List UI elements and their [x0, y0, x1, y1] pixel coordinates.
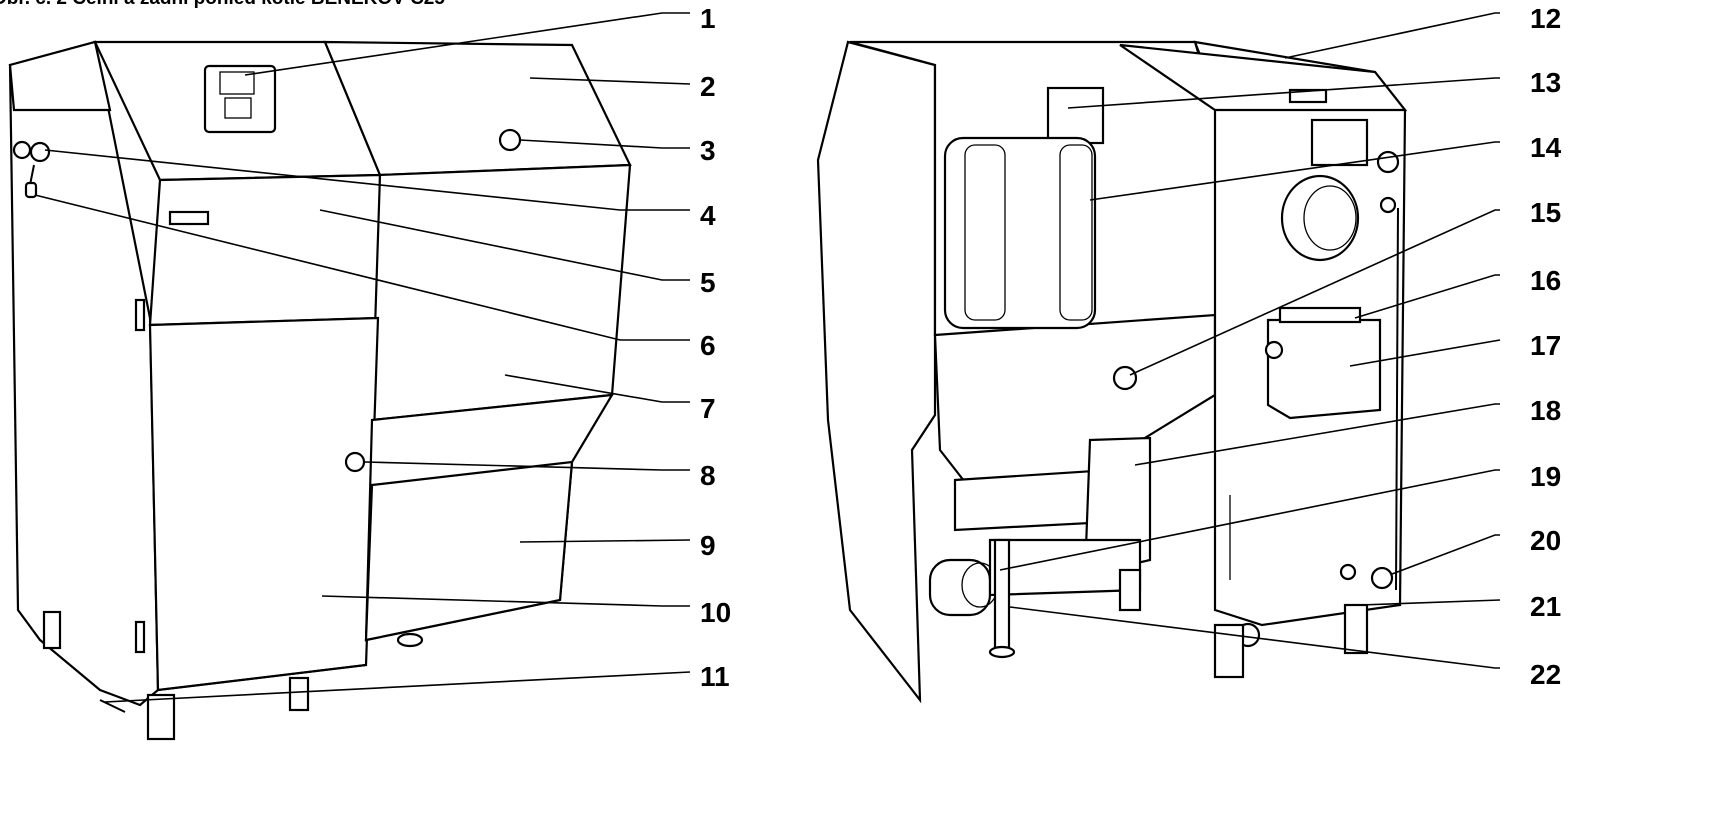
display-buttons — [224, 97, 252, 119]
front-top-left — [8, 40, 112, 112]
callout-4: 4 — [700, 200, 716, 231]
leader-11 — [104, 671, 691, 703]
leader-1 — [244, 12, 690, 76]
leader-17 — [1349, 339, 1501, 367]
leader-7 — [504, 374, 690, 403]
back-view — [816, 40, 1408, 704]
callout-9: 9 — [700, 530, 716, 561]
leader-8 — [364, 461, 690, 471]
leader-12 — [1284, 12, 1500, 59]
callout-16: 16 — [1530, 265, 1561, 296]
leader-20 — [1391, 534, 1500, 575]
front-leg-mid — [288, 676, 310, 712]
brand-plate — [168, 210, 210, 226]
hopper-funnel — [933, 313, 1217, 497]
leader-6 — [34, 194, 690, 341]
door-hinge-top — [134, 298, 146, 332]
callout-14: 14 — [1530, 132, 1562, 163]
leader-21 — [1359, 599, 1501, 606]
front-leg-left — [146, 693, 176, 741]
leader-lines — [34, 12, 1501, 703]
front-view — [8, 40, 632, 741]
front-upper-panel — [148, 173, 382, 327]
bottom-trim — [157, 664, 367, 691]
callout-13: 13 — [1530, 67, 1561, 98]
callout-18: 18 — [1530, 395, 1561, 426]
side-handle-knob-2 — [29, 141, 51, 163]
support-foot — [988, 645, 1016, 659]
callout-15: 15 — [1530, 197, 1561, 228]
bottom-lever — [99, 699, 126, 713]
callout-7: 7 — [700, 393, 716, 424]
control-display — [203, 64, 277, 134]
leader-2 — [529, 77, 691, 85]
box-bracket — [1278, 306, 1362, 324]
callout-22: 22 — [1530, 659, 1561, 690]
front-leg-back — [42, 610, 62, 650]
leader-4 — [44, 149, 690, 211]
side-handle-rod — [29, 164, 35, 186]
door-hinge-bottom — [134, 620, 146, 654]
leader-22 — [1009, 606, 1500, 669]
side-handle-grip — [24, 181, 38, 199]
back-leg-right — [1343, 603, 1369, 655]
callout-1: 1 — [700, 3, 716, 34]
thermostat-knob — [498, 128, 522, 152]
leader-16 — [1354, 274, 1500, 319]
drain-valve-20 — [1370, 566, 1394, 590]
back-fitting-top — [1376, 150, 1400, 174]
leader-10 — [321, 595, 690, 607]
callout-2: 2 — [700, 71, 716, 102]
fan-housing-left — [964, 144, 1006, 321]
figure-title: Obr. č. 2 Čelní a zadní pohled kotle BEN… — [0, 0, 445, 10]
callout-11: 11 — [700, 661, 730, 692]
callout-20: 20 — [1530, 525, 1561, 556]
leader-5 — [319, 209, 690, 281]
front-foot — [396, 632, 424, 648]
hopper-front-panel — [370, 163, 632, 422]
leader-15 — [1129, 209, 1500, 376]
callout-10: 10 — [700, 597, 731, 628]
hopper-sensor-knob — [1112, 365, 1138, 391]
callout-5: 5 — [700, 267, 716, 298]
back-leg-mid — [1118, 568, 1142, 612]
leader-9 — [519, 539, 691, 543]
hopper-lid — [323, 40, 632, 177]
lower-front-panel-inner — [364, 460, 574, 642]
callout-8: 8 — [700, 460, 716, 491]
leader-18 — [1134, 403, 1500, 466]
flue-outlet — [1280, 174, 1360, 262]
display-screen — [219, 71, 255, 95]
back-fitting-mid — [1379, 196, 1397, 214]
exhaust-fan-housing — [943, 136, 1097, 330]
callout-17: 17 — [1530, 330, 1561, 361]
callout-21: 21 — [1530, 591, 1561, 622]
door-knob — [344, 451, 366, 473]
leader-19 — [999, 469, 1500, 571]
back-plate — [1046, 86, 1105, 145]
flue-outlet-inner — [1303, 185, 1357, 251]
callout-12: 12 — [1530, 3, 1561, 34]
leader-13 — [1067, 77, 1500, 109]
electrical-box — [1266, 318, 1382, 420]
callout-6: 6 — [700, 330, 716, 361]
support-leg — [993, 538, 1011, 652]
main-door — [148, 316, 380, 692]
lid-handle — [1288, 88, 1328, 104]
leader-3 — [519, 139, 690, 149]
back-window — [1310, 118, 1369, 167]
front-left-side-panel — [8, 40, 160, 707]
callout-19: 19 — [1530, 461, 1561, 492]
back-top-lid — [1119, 43, 1408, 112]
leader-14 — [1089, 141, 1500, 201]
side-handle-knob — [12, 140, 32, 160]
fan-housing-right — [1059, 144, 1093, 321]
callout-numbers: 1 2 3 4 5 6 7 8 9 10 11 12 13 14 15 16 1… — [700, 3, 1562, 692]
back-side-panel — [816, 40, 937, 704]
callout-3: 3 — [700, 135, 716, 166]
fitting-small — [1339, 563, 1357, 581]
back-pipe — [1395, 207, 1399, 591]
box-gland — [1264, 340, 1284, 360]
